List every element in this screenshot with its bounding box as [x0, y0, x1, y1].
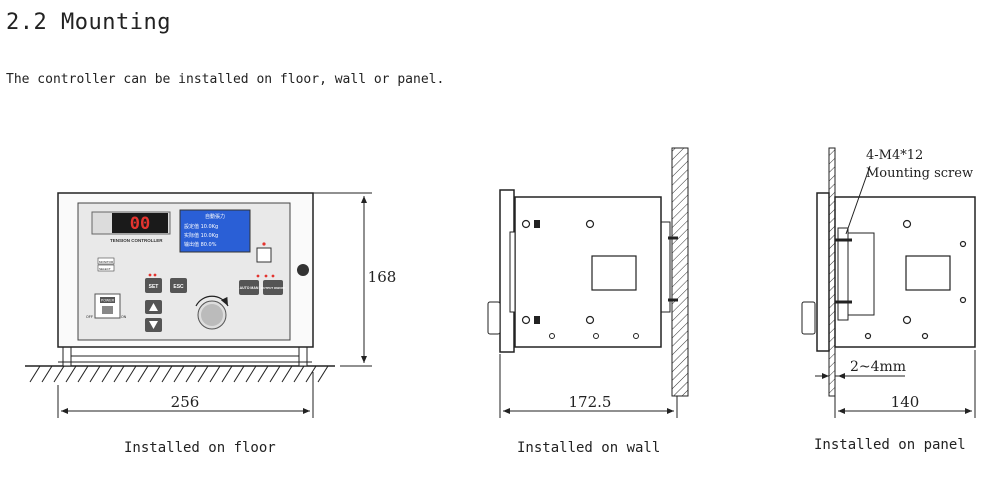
floor-on-label: ON [121, 315, 127, 319]
floor-height-dimension: 168 [368, 268, 397, 286]
wall-surface [671, 147, 689, 397]
floor-lcd-line-1: 自動張力 [205, 213, 225, 220]
panel-plate [828, 147, 836, 397]
panel-caption: Installed on panel [814, 437, 966, 453]
floor-power-label: POWER [101, 299, 115, 303]
panel-front-bezel [816, 192, 830, 352]
wall-diagram: 172.5 [487, 147, 689, 418]
floor-lcd [179, 209, 251, 253]
floor-width-dimension: 256 [171, 393, 200, 411]
floor-foot-left [62, 346, 72, 367]
panel-width-dimension: 140 [891, 393, 920, 411]
floor-set-label: SET [149, 284, 159, 290]
floor-caption: Installed on floor [124, 440, 276, 456]
panel-clamp-bracket [847, 232, 875, 316]
panel-diagram: 4-M4*12 Mounting screw 2~4mm 140 [801, 147, 976, 418]
floor-diagram: 00 TENSION CONTROLLER 自動張力 設定值 10.0Kg 实际… [25, 192, 397, 418]
wall-knob [487, 301, 501, 335]
intro-paragraph: The controller can be installed on floor… [6, 72, 445, 87]
floor-lcd-line-3: 实际值 10.0Kg [184, 232, 218, 239]
floor-led-display [112, 213, 168, 233]
floor-label-select: SELECT [99, 267, 111, 271]
floor-auto-man-label: AUTO MAN [240, 286, 259, 290]
floor-set-button [145, 278, 162, 293]
floor-lcd-line-2: 設定值 10.0Kg [184, 223, 218, 230]
floor-panel-label: TENSION CONTROLLER [110, 238, 163, 243]
floor-auto-man-button [239, 280, 259, 295]
floor-mode-button [256, 247, 272, 263]
floor-esc-button [170, 278, 187, 293]
panel-gap-dimension: 2~4mm [850, 359, 906, 375]
panel-screw-spec: 4-M4*12 [866, 148, 923, 163]
floor-label-monitor: MONITOR [99, 260, 114, 264]
floor-output-button [263, 280, 283, 295]
floor-off-label: OFF [86, 315, 93, 319]
wall-controller-body [514, 196, 662, 348]
floor-led-digits: 00 [130, 214, 150, 234]
panel-screw-label: Mounting screw [866, 166, 973, 181]
wall-rect-cutout [591, 255, 637, 291]
wall-width-dimension: 172.5 [569, 393, 612, 411]
wall-caption: Installed on wall [517, 440, 661, 456]
panel-rect-cutout [905, 255, 951, 291]
panel-knob [801, 301, 816, 335]
section-title: 2.2 Mounting [6, 10, 171, 35]
floor-esc-label: ESC [173, 284, 184, 290]
floor-output-label: OUTPUT ON/OFF [261, 286, 286, 290]
floor-hatch [29, 365, 329, 383]
floor-foot-right [298, 346, 308, 367]
floor-lcd-line-4: 输出值 80.0% [184, 241, 217, 248]
floor-side-knob [297, 264, 309, 276]
panel-screw-leader [845, 165, 871, 235]
